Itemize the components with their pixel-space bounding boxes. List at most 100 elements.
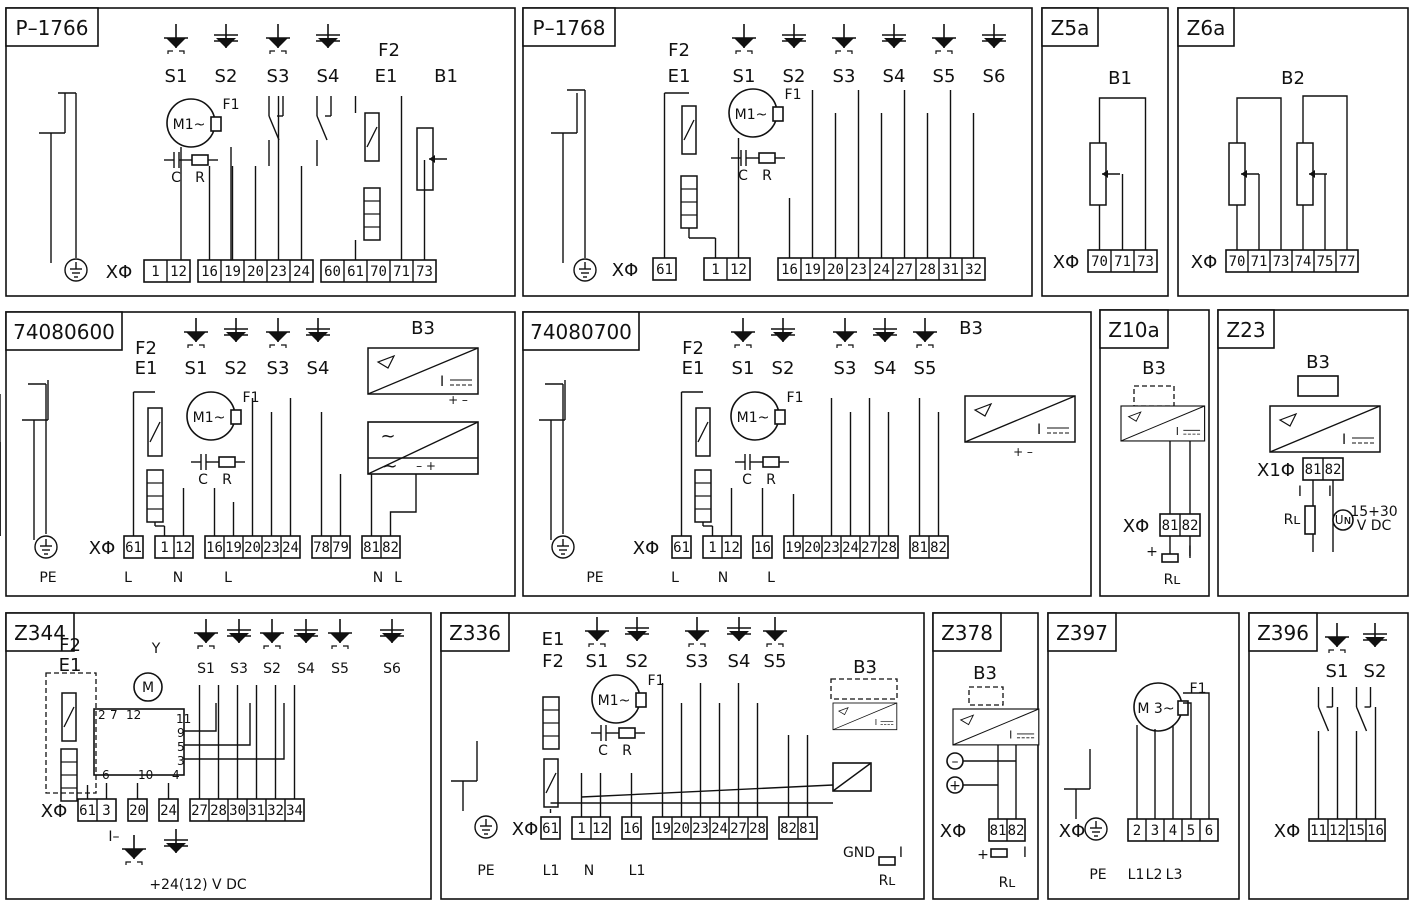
terminal-number: 81 <box>1162 518 1179 534</box>
terminal-block-label: XΦ <box>940 821 967 842</box>
switch-label: S2 <box>783 66 806 87</box>
switch-label: S1 <box>1326 661 1349 682</box>
device-label: E1 <box>668 66 691 87</box>
device-label: B3 <box>853 657 877 678</box>
terminal-number: 73 <box>416 264 433 280</box>
voltage-source <box>1332 509 1354 531</box>
switch-label: S2 <box>215 66 238 87</box>
heater-icon <box>542 696 560 750</box>
panel-frame <box>1177 7 1409 297</box>
fuse-icon <box>61 692 77 742</box>
supply-unit: V DC <box>1357 518 1392 534</box>
resistor <box>618 727 636 739</box>
terminal-number: 32 <box>267 803 284 819</box>
terminal-number: 74 <box>1295 254 1312 270</box>
panel-frame <box>440 612 925 900</box>
load-label: Rʟ <box>879 873 896 889</box>
motor-symbol: M1~F1 <box>728 87 801 138</box>
polarity-label: + <box>977 847 989 863</box>
device-label: B3 <box>411 318 435 339</box>
thermal-fuse <box>210 116 222 132</box>
terminal-number: 19 <box>654 821 671 837</box>
earth-icon <box>1084 817 1108 841</box>
motor-label: M1~ <box>735 107 768 123</box>
panel-frame <box>1047 612 1240 900</box>
terminal-block-label: XΦ <box>106 262 133 283</box>
device-label: E1 <box>59 655 82 676</box>
ground-symbol <box>539 380 575 559</box>
panel-title: Z378 <box>941 621 993 645</box>
current-label: I <box>1188 544 1192 560</box>
supply-label: PE <box>586 570 603 586</box>
switch-label: S2 <box>626 651 649 672</box>
terminal-number: 75 <box>1317 254 1334 270</box>
transmitter-b3 <box>832 702 898 731</box>
terminal-number: 23 <box>270 264 287 280</box>
thermal-fuse <box>230 409 242 425</box>
terminal-number: 61 <box>125 540 142 556</box>
earth-icon <box>34 535 58 559</box>
pin-number: 3 <box>177 754 185 768</box>
terminal-strip <box>320 259 437 283</box>
polarity-label: – + <box>416 459 436 473</box>
terminal-number: 81 <box>911 540 928 556</box>
supply-label: PE <box>477 863 494 879</box>
device-label: F2 <box>668 40 690 61</box>
panel-title: Z396 <box>1257 621 1309 645</box>
panel-title-box <box>440 612 510 652</box>
resistor <box>758 152 776 164</box>
supply-voltage: +24(12) V DC <box>149 877 247 893</box>
terminal-number: 70 <box>370 264 387 280</box>
terminal-group: 24 <box>158 798 179 822</box>
motor-label: M1~ <box>193 410 226 426</box>
terminal-number: 20 <box>804 540 821 556</box>
valve-label: Y <box>151 641 161 657</box>
supply-label: L2 <box>1146 867 1163 883</box>
terminal-number: 19 <box>785 540 802 556</box>
pin-number: 2 <box>98 708 106 722</box>
terminal-block-label: X1Φ <box>1257 460 1295 481</box>
terminal-number: 4 <box>1169 823 1177 839</box>
resistor <box>762 456 780 468</box>
terminal-number: 70 <box>1091 254 1108 270</box>
current-label: I <box>1328 484 1332 500</box>
panel-title: Z336 <box>449 621 501 645</box>
fuse-icon <box>543 758 559 808</box>
supply-label: L <box>671 570 679 586</box>
panel-title-box <box>1248 612 1318 652</box>
terminal-number: 78 <box>313 540 330 556</box>
earth-icon <box>551 535 575 559</box>
panel-title-box <box>522 7 616 47</box>
terminal-block-label: XΦ <box>633 538 660 559</box>
resistor <box>218 456 236 468</box>
controller-box <box>93 708 185 776</box>
terminal-number: 24 <box>842 540 859 556</box>
supply-label: N <box>173 570 183 586</box>
terminal-number: 16 <box>201 264 218 280</box>
transmitter-b3 <box>1269 405 1381 453</box>
supply-label: N <box>373 570 383 586</box>
panel-title: Z23 <box>1226 318 1265 342</box>
terminal-number: 28 <box>210 803 227 819</box>
cap-label: C <box>738 168 748 184</box>
fuse-label: F1 <box>223 97 240 113</box>
terminal-number: 60 <box>324 264 341 280</box>
res-label: R <box>195 170 205 186</box>
switch-label: S2 <box>1364 661 1387 682</box>
device-label: B1 <box>1108 68 1132 89</box>
current-label: I <box>899 845 903 861</box>
